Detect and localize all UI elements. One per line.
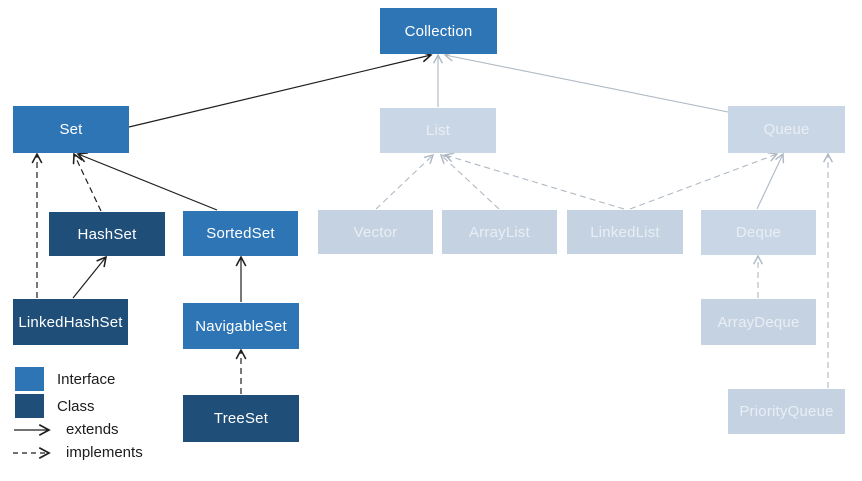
legend-implements-label: implements [66,443,143,461]
edge-sortedset-set [76,152,218,211]
node-set: Set [13,106,129,153]
legend-extends-label: extends [66,420,119,438]
implements-arrow-icon [13,447,51,459]
legend-item-implements: implements [13,443,143,461]
node-deque: Deque [701,210,816,255]
node-collection: Collection [380,8,497,54]
legend-item-interface: Interface [13,367,115,391]
legend-item-extends: extends [13,420,119,438]
node-arraydeque: ArrayDeque [701,299,816,345]
node-sortedset: SortedSet [183,211,298,256]
node-linkedhashset: LinkedHashSet [13,299,128,345]
edge-queue-collection [443,51,729,113]
edge-vector-list [375,153,435,210]
edge-linkedlist-list [443,152,625,210]
node-hashset: HashSet [49,212,165,256]
node-list: List [380,108,496,153]
node-arraylist: ArrayList [442,210,557,254]
legend-class-label: Class [57,397,95,415]
node-queue: Queue [728,106,845,153]
node-treeset: TreeSet [183,395,299,442]
node-priorityqueue: PriorityQueue [728,389,845,434]
node-vector: Vector [318,210,433,254]
class-color-swatch [15,394,44,418]
edge-deque-queue [756,152,785,210]
edge-linkedlist-queue [629,152,779,210]
node-navigableset: NavigableSet [183,303,299,349]
edge-linkedhashset-hashset [72,255,108,299]
legend-interface-label: Interface [57,370,116,388]
edge-hashset-set [72,152,102,212]
edge-arraylist-list [439,153,500,210]
interface-color-swatch [15,367,44,391]
extends-arrow-icon [14,424,51,436]
node-linkedlist: LinkedList [567,210,683,254]
legend-item-class: Class [13,394,95,418]
